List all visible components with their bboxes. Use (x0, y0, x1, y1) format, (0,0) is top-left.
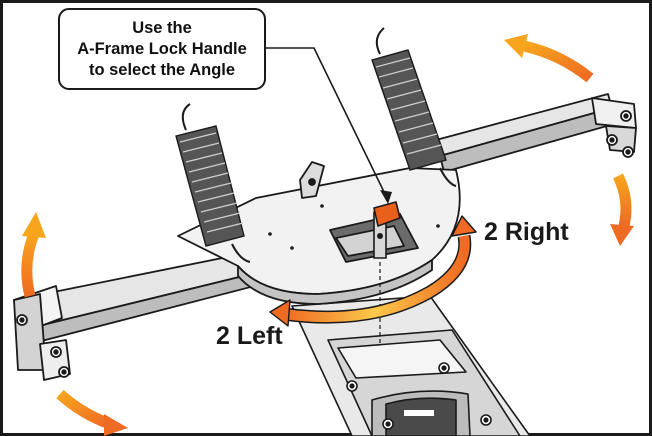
callout-line-3: to select the Angle (88, 60, 236, 79)
a-frame (291, 295, 531, 436)
callout-line-1: Use the (132, 18, 192, 37)
corner-arrow-bottom-left-icon (56, 389, 128, 436)
label-2-right: 2 Right (484, 218, 569, 246)
lock-handle (373, 201, 401, 344)
corner-arrow-top-left-icon (21, 212, 46, 298)
corner-arrow-right-icon (610, 173, 634, 246)
callout-leader-arrowhead (380, 190, 392, 204)
spring-left (175, 103, 251, 263)
corner-arrow-top-right-icon (504, 34, 594, 83)
label-2-left: 2 Left (216, 322, 283, 350)
callout-box: Use the A-Frame Lock Handle to select th… (58, 8, 266, 90)
callout-leader (266, 47, 387, 197)
spring-right (371, 27, 457, 187)
callout-line-2: A-Frame Lock Handle (77, 39, 247, 58)
plow-blade-left (13, 249, 271, 381)
rotation-double-arrow-icon (269, 215, 477, 327)
